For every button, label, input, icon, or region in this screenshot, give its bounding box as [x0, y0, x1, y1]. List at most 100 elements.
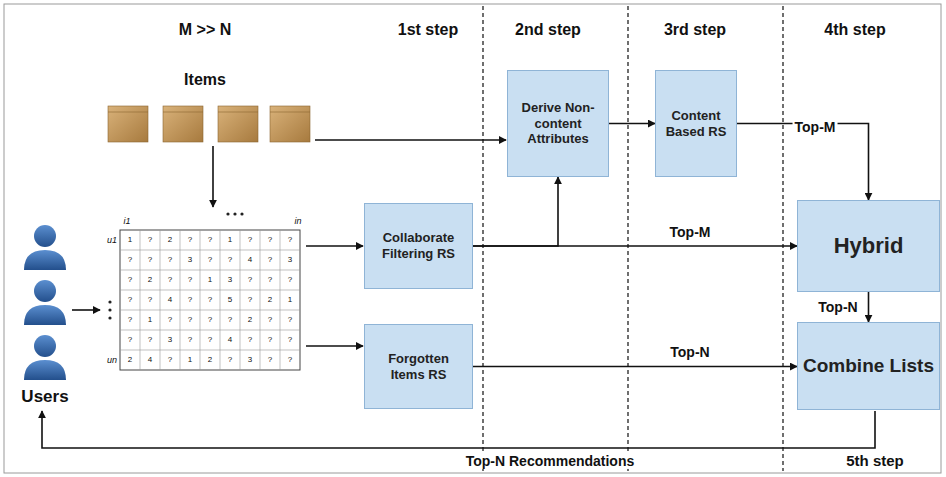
matrix-cell: 2 [208, 355, 212, 364]
matrix-cell: ? [168, 255, 172, 264]
output-label: Top-N Recommendations [463, 453, 638, 469]
axis-label: u1 [107, 235, 117, 245]
step-label: 1st step [398, 21, 458, 39]
matrix-cell: ? [188, 275, 192, 284]
matrix-cell: ? [228, 315, 232, 324]
step-label: 2nd step [515, 21, 581, 39]
matrix-cell: ? [228, 355, 232, 364]
matrix-cell: 1 [188, 355, 192, 364]
matrix-cell: ? [248, 275, 252, 284]
matrix-cell: 4 [248, 255, 252, 264]
matrix-cell: ? [248, 335, 252, 344]
matrix-cell: ? [208, 295, 212, 304]
flow-connector [609, 123, 655, 125]
edge-label: Top-N [816, 299, 859, 315]
axis-label: un [107, 355, 117, 365]
matrix-cell: ? [288, 335, 292, 344]
matrix-cell: ? [268, 355, 272, 364]
matrix-cell: 4 [148, 355, 152, 364]
matrix-cell: 5 [228, 295, 232, 304]
combine-box: Combine Lists [797, 322, 940, 410]
box-text: Collaborate Filtering RS [370, 230, 467, 261]
matrix-cell: ? [268, 235, 272, 244]
hybrid-box: Hybrid [797, 200, 940, 292]
edge-label: Top-N [668, 344, 711, 360]
content-rs-box: Content Based RS [655, 70, 737, 177]
axis-label: i1 [123, 216, 130, 226]
frame [4, 4, 941, 473]
matrix-cell: ? [188, 295, 192, 304]
matrix-cell: 2 [268, 295, 272, 304]
flow-connector [868, 292, 870, 322]
matrix-cell: ? [208, 255, 212, 264]
matrix-cell: ? [128, 315, 132, 324]
matrix-cell: 2 [248, 315, 252, 324]
matrix-cell: 1 [128, 235, 132, 244]
box-text: Forgotten Items RS [370, 351, 467, 382]
item-boxes [108, 106, 310, 142]
matrix-cell: ? [288, 355, 292, 364]
step-dividers [483, 6, 783, 471]
matrix-cell: 3 [188, 255, 192, 264]
derive-box: Derive Non-content Attributes [507, 70, 609, 177]
matrix-cell: ? [128, 295, 132, 304]
matrix-cell: ? [268, 275, 272, 284]
user-icons [24, 225, 66, 380]
step-label: 4th step [824, 21, 885, 39]
edge-label: Top-M [793, 119, 838, 135]
matrix-cell: 2 [148, 275, 152, 284]
matrix-cell: ? [188, 235, 192, 244]
matrix-cell: ? [228, 255, 232, 264]
ellipsis-dots [108, 212, 243, 319]
matrix-cell: ? [268, 315, 272, 324]
rating-matrix [120, 230, 300, 370]
matrix-cell: 3 [168, 335, 172, 344]
matrix-cell: 1 [148, 315, 152, 324]
matrix-cell: ? [188, 335, 192, 344]
matrix-cell: ? [288, 275, 292, 284]
edge-label: Top-M [668, 224, 713, 240]
matrix-cell: ? [208, 235, 212, 244]
users-label: Users [21, 387, 68, 407]
forgotten-rs-box: Forgotten Items RS [364, 324, 473, 409]
matrix-cell: ? [248, 295, 252, 304]
matrix-cell: ? [288, 235, 292, 244]
matrix-cell: ? [128, 335, 132, 344]
flow-connector [473, 177, 558, 246]
matrix-cell: ? [248, 235, 252, 244]
matrix-cell: ? [148, 255, 152, 264]
flow-arrows [42, 140, 875, 448]
matrix-cell: ? [168, 275, 172, 284]
box-text: Content Based RS [661, 108, 731, 139]
matrix-cell: 3 [248, 355, 252, 364]
matrix-cell: ? [148, 235, 152, 244]
matrix-cell: ? [168, 355, 172, 364]
matrix-cell: 4 [168, 295, 172, 304]
matrix-cell: 1 [208, 275, 212, 284]
matrix-cell: 4 [228, 335, 232, 344]
box-text: Combine Lists [803, 355, 934, 378]
matrix-cell: ? [268, 255, 272, 264]
matrix-cell: ? [188, 315, 192, 324]
box-text: Derive Non-content Attributes [513, 100, 603, 147]
matrix-cell: 3 [288, 255, 292, 264]
step-label: 3rd step [664, 21, 726, 39]
matrix-cell: ? [128, 275, 132, 284]
header-label: M >> N [179, 21, 231, 39]
matrix-cell: ? [208, 335, 212, 344]
matrix-cell: 2 [168, 235, 172, 244]
items-label: Items [184, 71, 226, 89]
cf-rs-box: Collaborate Filtering RS [364, 203, 473, 289]
matrix-cell: ? [268, 335, 272, 344]
matrix-cell: 2 [128, 355, 132, 364]
step-label: 5th step [846, 452, 904, 469]
matrix-cell: ? [168, 315, 172, 324]
matrix-cell: 1 [288, 295, 292, 304]
axis-label: in [294, 216, 301, 226]
flow-connector [473, 366, 797, 368]
matrix-cell: ? [208, 315, 212, 324]
matrix-cell: ? [288, 315, 292, 324]
matrix-cell: ? [148, 295, 152, 304]
matrix-cell: ? [128, 255, 132, 264]
matrix-cell: ? [148, 335, 152, 344]
